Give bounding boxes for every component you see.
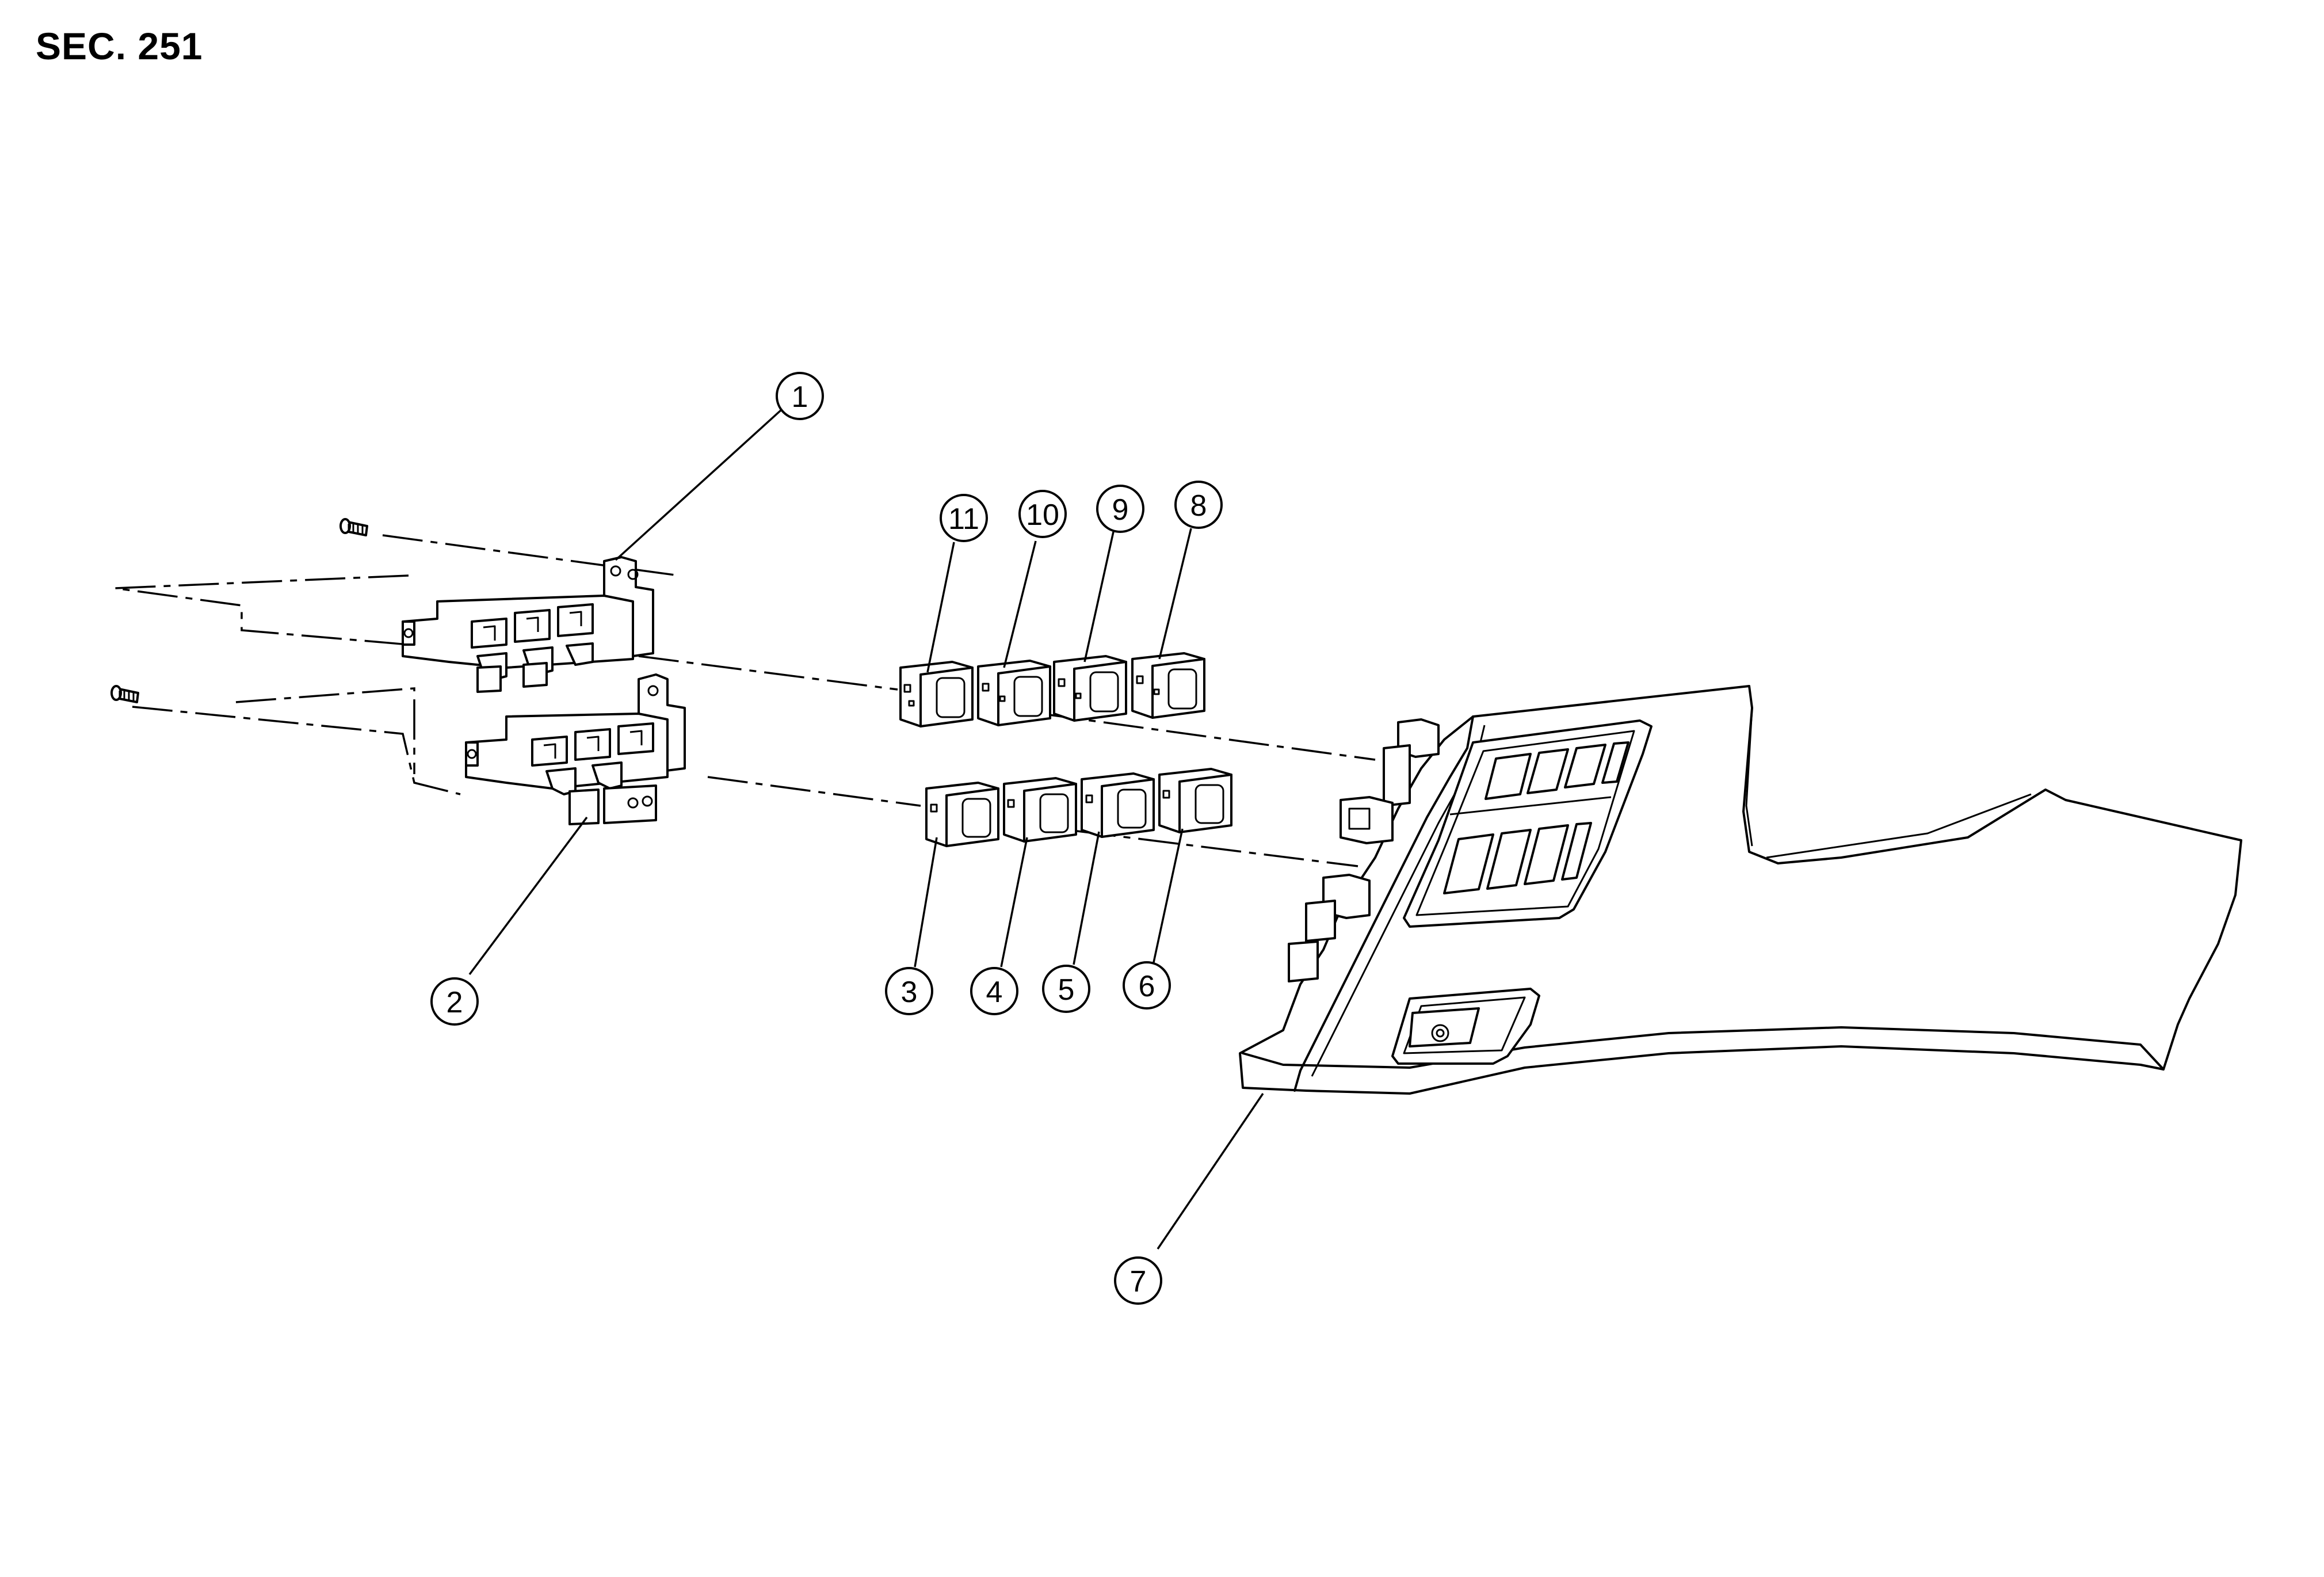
- switch-upper-8: [1131, 652, 1205, 719]
- callout-6: 6: [1123, 961, 1171, 1010]
- callout-1: 1: [776, 372, 824, 420]
- svg-text:7: 7: [1130, 1265, 1147, 1298]
- callout-3: 3: [885, 967, 933, 1015]
- svg-text:8: 8: [1190, 489, 1207, 523]
- callout-11: 11: [940, 494, 988, 542]
- assembly-dashed-lines: [115, 534, 1376, 867]
- screw-upper: [339, 518, 368, 536]
- screw-lower: [110, 685, 139, 703]
- callout-4: 4: [970, 967, 1018, 1015]
- instrument-lower-panel: [1239, 685, 2242, 1095]
- switch-upper-9: [1053, 655, 1127, 722]
- svg-text:10: 10: [1026, 498, 1059, 532]
- svg-text:5: 5: [1058, 973, 1075, 1007]
- callout-7: 7: [1114, 1256, 1162, 1305]
- svg-text:4: 4: [986, 976, 1003, 1009]
- svg-text:11: 11: [948, 502, 979, 536]
- svg-text:1: 1: [792, 380, 808, 414]
- switch-lower-3: [925, 782, 999, 847]
- callout-9: 9: [1096, 485, 1144, 533]
- switch-bracket-upper: [402, 556, 654, 693]
- callout-8: 8: [1174, 481, 1223, 529]
- callout-2: 2: [430, 977, 479, 1026]
- section-title: SEC. 251: [36, 25, 203, 67]
- svg-text:3: 3: [901, 976, 918, 1009]
- callout-5: 5: [1042, 965, 1090, 1013]
- svg-text:6: 6: [1139, 970, 1155, 1003]
- switch-lower-4: [1003, 777, 1077, 843]
- switch-upper-10: [977, 660, 1051, 726]
- svg-text:9: 9: [1112, 493, 1129, 527]
- leader-lines: [468, 409, 1264, 1250]
- switch-bracket-lower: [465, 673, 686, 825]
- svg-text:2: 2: [447, 986, 463, 1019]
- switch-lower-5: [1081, 772, 1155, 838]
- switch-upper-11: [899, 661, 974, 727]
- switch-lower-6: [1158, 768, 1232, 833]
- callout-10: 10: [1018, 490, 1067, 538]
